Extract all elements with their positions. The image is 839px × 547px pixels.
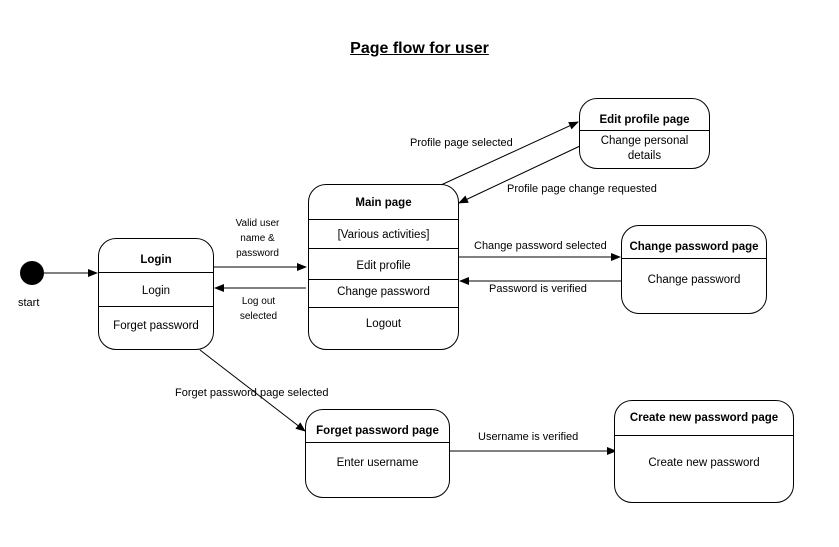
divider [615,435,793,436]
state-login-title: Login [140,254,172,266]
state-edit-profile-title: Edit profile page [599,114,690,126]
state-edit-profile: Edit profile page Change personal detail… [579,98,710,169]
state-main-item: [Various activities] [337,229,430,241]
divider [622,258,766,259]
state-create-password-item: Create new password [648,457,760,469]
divider [580,130,709,131]
divider [309,248,458,249]
state-create-password-title: Create new password page [629,412,779,424]
state-change-password-title: Change password page [629,241,759,253]
divider [309,279,458,280]
divider [309,219,458,220]
state-login-item: Login [141,285,171,297]
divider [99,306,213,307]
state-main-item: Change password [337,286,430,298]
diagram-title: Page flow for user [350,40,489,57]
start-label: start [18,297,40,309]
transition-label-log-out: Log out selected [239,296,278,322]
transition-label-profile-selected: Profile page selected [410,137,513,149]
arrow-login-forgetpw [199,349,306,432]
state-main-item: Logout [365,318,402,330]
transition-label-username-verified: Username is verified [478,431,579,443]
transition-label-change-pw-selected: Change password selected [474,240,607,252]
start-node [20,261,44,285]
state-forget-password-title: Forget password page [316,425,439,437]
state-forget-password-item: Enter username [336,457,419,469]
state-main-title: Main page [355,197,412,209]
divider [99,272,213,273]
state-main-item: Edit profile [356,260,411,272]
state-edit-profile-item: Change personal details [600,135,689,162]
transition-label-valid-login: Valid user name & password [235,218,280,259]
transition-label-forget-pw-selected: Forget password page selected [175,387,329,399]
state-change-password-item: Change password [647,274,741,286]
state-create-password: Create new password page Create new pass… [614,400,794,503]
state-login: Login Login Forget password [98,238,214,350]
state-login-item: Forget password [113,320,199,332]
transition-label-profile-change: Profile page change requested [507,183,657,195]
transition-label-pw-verified: Password is verified [489,283,587,295]
divider [309,307,458,308]
state-change-password: Change password page Change password [621,225,767,314]
state-forget-password: Forget password page Enter username [305,409,450,498]
arrow-main-editprofile [440,121,579,186]
arrow-editprofile-main [458,145,581,204]
state-main-page: Main page [Various activities] Edit prof… [308,184,459,350]
divider [306,442,449,443]
